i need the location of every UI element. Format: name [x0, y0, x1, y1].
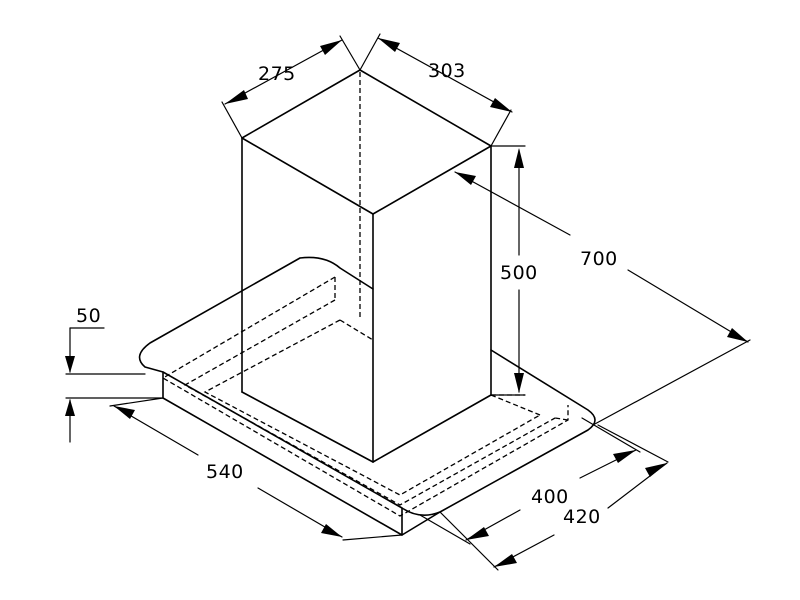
hidden-outline-1 — [161, 276, 569, 517]
dim-540-label: 540 — [206, 461, 244, 483]
dim-50-label: 50 — [76, 305, 101, 327]
dim-400: 400 — [419, 417, 641, 545]
dim-275: 275 — [221, 35, 361, 139]
dim-420: 420 — [439, 424, 669, 571]
dim-303: 303 — [359, 33, 513, 147]
chimney-top-face — [241, 69, 492, 215]
chimney-bottom-right — [372, 394, 492, 463]
dim-275-label: 275 — [258, 63, 296, 85]
hidden-line-b — [490, 394, 541, 416]
hidden-line-a — [339, 319, 374, 341]
dim-400-label: 400 — [531, 486, 569, 508]
canopy-bottom-edge — [162, 371, 403, 536]
dim-500: 500 — [490, 145, 538, 396]
dim-700: 700 — [454, 171, 751, 426]
canopy-bottom-right — [401, 511, 441, 536]
hidden-corner — [554, 417, 569, 421]
canopy-top-outline — [138, 256, 596, 516]
chimney-bottom-left — [241, 391, 374, 463]
dim-540: 540 — [109, 397, 403, 541]
hidden-outline-2 — [183, 299, 556, 506]
dim-500-label: 500 — [500, 262, 538, 284]
dim-50: 50 — [65, 305, 164, 443]
chimney-box — [241, 69, 492, 463]
dim-700-label: 700 — [580, 248, 618, 270]
dim-420-label: 420 — [563, 506, 601, 528]
canopy-plate — [138, 256, 596, 536]
dim-303-label: 303 — [428, 60, 466, 82]
hidden-outline-3 — [203, 319, 541, 496]
